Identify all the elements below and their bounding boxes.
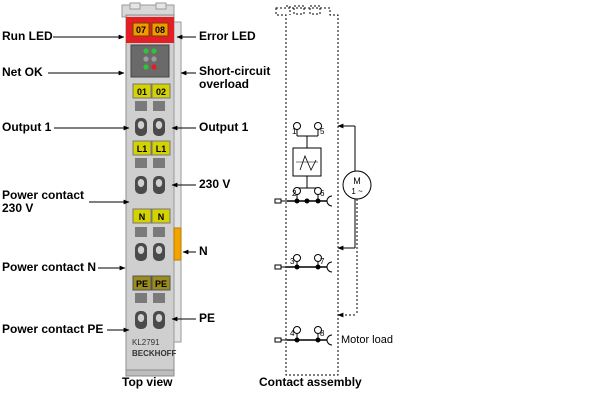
tag-pe-right-text: PE [155,279,167,289]
clamp-row-2 [135,158,165,194]
caption-top-view: Top view [122,375,173,389]
tag-pe-right [151,275,171,291]
label-output1-left: Output 1 [2,120,52,134]
led-tag-08-text: 08 [155,25,165,35]
label-run-led: Run LED [2,29,53,43]
tag-n-right-text: N [158,212,165,222]
caption-contact-assembly: Contact assembly [259,375,362,389]
terminal-module: 07 08 01 02 L1 L1 N N PE PE KL2791 BECKH… [121,2,182,377]
brand-logo-text: BECKHOFF [132,349,177,358]
label-power-contact-230: Power contact 230 V [2,188,85,215]
tag-pe-left [132,275,152,291]
label-motor-load: Motor load [341,334,393,346]
tag-02 [151,83,171,99]
rail-cup-pe [326,334,333,346]
label-n: N [199,244,208,258]
tag-l1-right [151,140,171,156]
rail-cup-230 [326,195,333,207]
terminal-3-label: 3 [290,257,295,266]
tag-l1-right-text: L1 [156,144,167,154]
label-power-contact-n: Power contact N [2,260,97,274]
led-tag-08 [151,22,169,37]
tag-02-text: 02 [156,87,166,97]
left-arrows [48,34,130,333]
clamp-row-1 [135,101,165,136]
tag-01-text: 01 [137,87,147,97]
led-window [130,44,170,78]
terminal-2-label: 2 [292,189,297,198]
label-net-ok: Net OK [2,65,43,79]
led-tag-07-text: 07 [136,25,146,35]
label-short-circuit: Short-circuit overload [199,64,271,91]
terminal-4-label: 4 [290,329,295,338]
model-number: KL2791 [132,338,160,347]
tag-n-left-text: N [139,212,146,222]
tag-01 [132,83,152,99]
terminal-8-label: 8 [320,329,325,338]
label-error-led: Error LED [199,29,256,43]
terminal-7-label: 7 [320,257,325,266]
clamp-row-4 [135,293,165,329]
terminal-6-label: 6 [320,189,325,198]
side-contact-orange [173,227,182,261]
motor-phase-label: 1 ~ [351,187,363,196]
rail-cup-n [326,261,333,273]
clamp-row-3 [135,227,165,261]
label-power-contact-pe: Power contact PE [2,322,104,336]
label-output1-right: Output 1 [199,120,249,134]
label-pe: PE [199,311,216,325]
motor-m-label: M [353,176,361,186]
right-arrows [171,34,196,322]
led-tag-07 [132,22,150,37]
contact-assembly [274,5,372,376]
label-230v: 230 V [199,177,231,191]
tag-pe-left-text: PE [136,279,148,289]
terminal-5-label: 5 [320,127,325,136]
tag-l1-left-text: L1 [137,144,148,154]
tag-n-left [132,208,152,224]
tag-n-right [151,208,171,224]
power-contact-stubs [274,198,287,343]
module-outline-dashed [275,5,339,376]
tag-l1-left [132,140,152,156]
terminal-1-label: 1 [292,127,297,136]
